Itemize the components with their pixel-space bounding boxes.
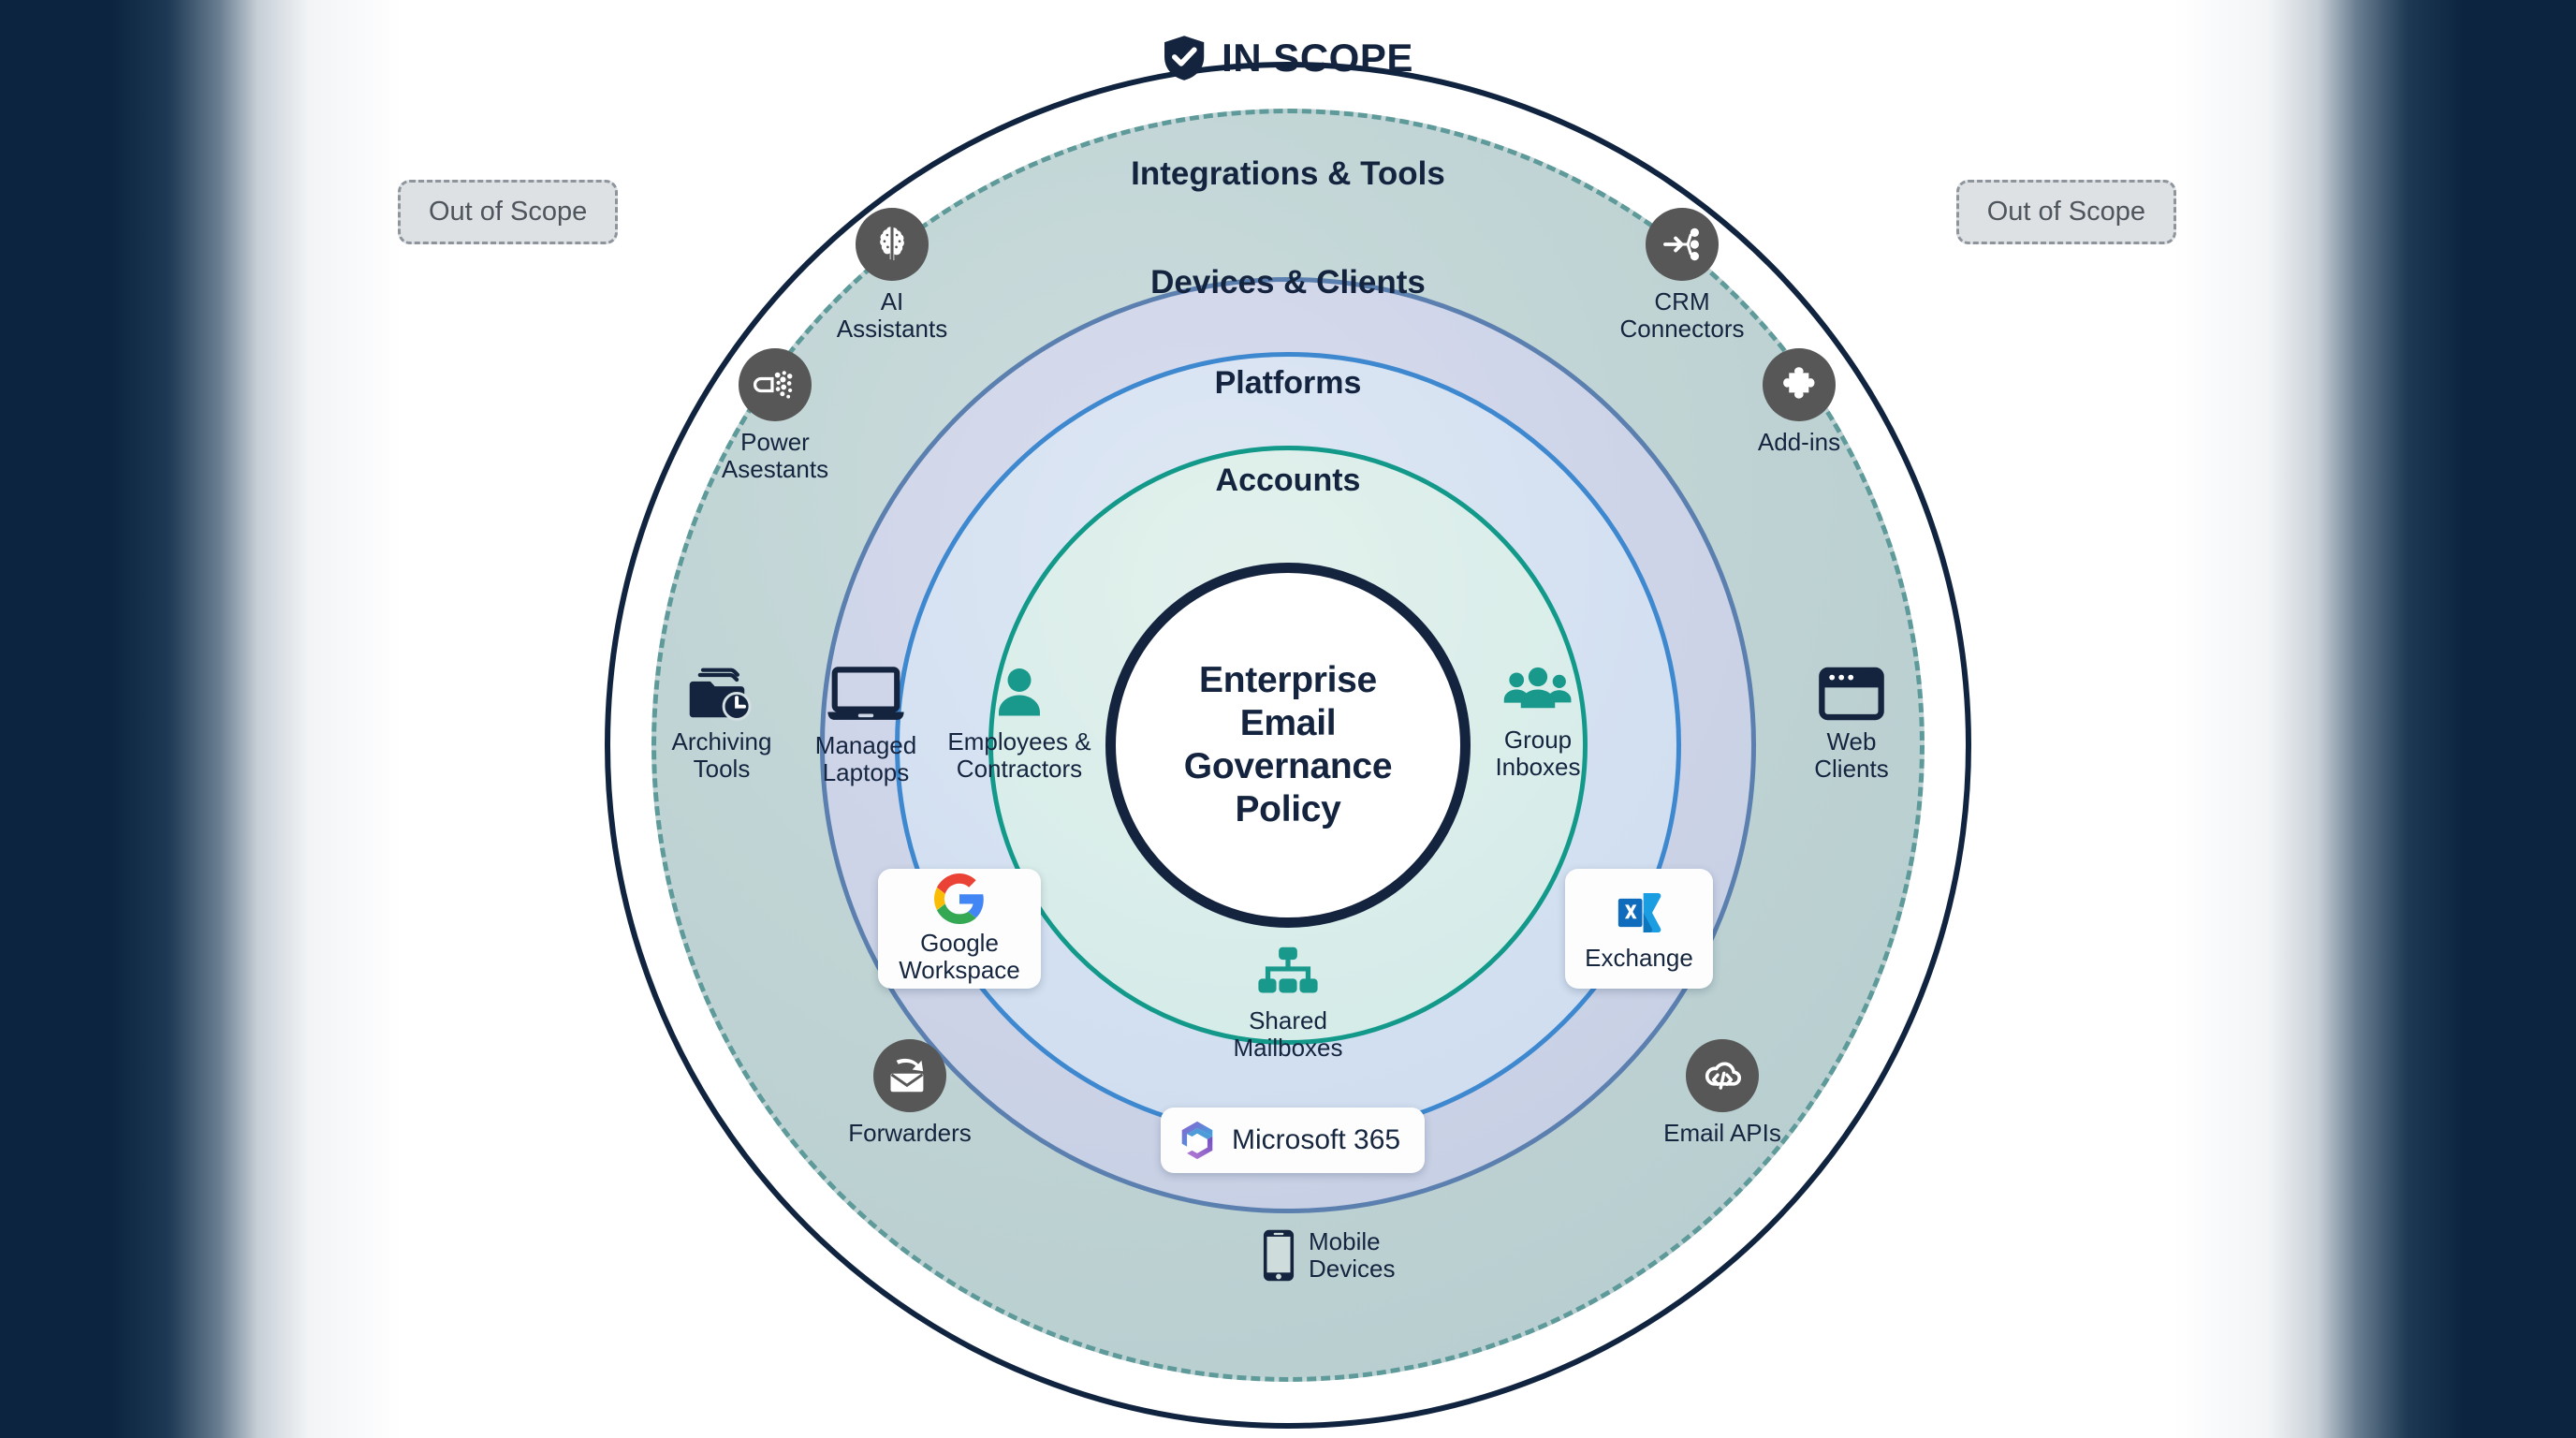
ring-title-devices: Devices & Clients [1150, 264, 1426, 301]
node-label: Managed Laptops [814, 731, 917, 787]
out-of-scope-chip-right: Out of Scope [1955, 180, 2176, 244]
google-logo-icon [934, 873, 985, 925]
node-shared-mailboxes[interactable]: Shared Mailboxes [1204, 946, 1372, 1062]
node-label: Email APIs [1663, 1119, 1781, 1147]
node-label: Add-ins [1757, 428, 1841, 456]
node-forwarders[interactable]: Forwarders [826, 1039, 994, 1147]
node-label: Mobile Devices [1309, 1227, 1396, 1284]
node-email-apis[interactable]: Email APIs [1638, 1039, 1807, 1147]
in-scope-title: IN SCOPE [1222, 36, 1413, 80]
node-label: Archiving Tools [671, 727, 772, 784]
node-managed-laptops[interactable]: Managed Laptops [782, 667, 950, 786]
core-label: Enterprise Email Governance Policy [1183, 659, 1393, 830]
microsoft-exchange-logo-icon [1613, 887, 1665, 939]
puzzle-piece-icon [1763, 348, 1836, 421]
cloud-code-icon [1686, 1039, 1759, 1112]
card-label: Google Workspace [899, 929, 1020, 984]
out-of-scope-chip-left: Out of Scope [398, 180, 619, 244]
node-label: Forwarders [848, 1119, 972, 1147]
node-archiving-tools[interactable]: Archiving Tools [637, 667, 806, 783]
mail-forward-icon [873, 1039, 946, 1112]
node-web-clients[interactable]: Web Clients [1767, 667, 1936, 783]
browser-window-icon [1818, 667, 1885, 721]
card-exchange[interactable]: Exchange [1565, 869, 1713, 989]
share-nodes-icon [1646, 208, 1719, 281]
card-label: Microsoft 365 [1232, 1124, 1401, 1155]
node-employees-contractors[interactable]: Employees & Contractors [935, 665, 1104, 783]
user-icon [990, 665, 1048, 721]
folder-clock-icon [688, 667, 755, 721]
in-scope-header: IN SCOPE [1138, 34, 1438, 82]
card-google-workspace[interactable]: Google Workspace [878, 869, 1041, 989]
in-scope-boundary-circle [605, 62, 1971, 1429]
node-label: CRM Connectors [1619, 287, 1745, 344]
node-label: Web Clients [1814, 727, 1889, 784]
node-label: Power Asestants [721, 428, 829, 484]
ring-title-accounts: Accounts [1215, 462, 1361, 498]
laptop-icon [826, 667, 906, 725]
card-label: Exchange [1585, 943, 1693, 972]
shield-check-icon [1163, 34, 1206, 82]
brain-icon [856, 208, 929, 281]
sitemap-icon [1254, 946, 1322, 1000]
card-microsoft-365[interactable]: Microsoft 365 [1161, 1108, 1426, 1173]
node-label: Shared Mailboxes [1233, 1006, 1343, 1063]
node-ai-assistants[interactable]: AI Assistants [808, 208, 976, 343]
automation-plug-icon [739, 348, 812, 421]
ring-title-platforms: Platforms [1214, 365, 1362, 401]
ring-title-integrations: Integrations & Tools [1131, 155, 1445, 192]
node-label: Group Inboxes [1495, 726, 1581, 782]
node-add-ins[interactable]: Add-ins [1715, 348, 1883, 456]
core-circle: Enterprise Email Governance Policy [1105, 563, 1471, 928]
node-crm-connectors[interactable]: CRM Connectors [1598, 208, 1766, 343]
node-group-inboxes[interactable]: Group Inboxes [1454, 665, 1622, 781]
node-mobile-devices[interactable]: Mobile Devices [1262, 1227, 1396, 1284]
node-power-asestants[interactable]: Power Asestants [691, 348, 859, 483]
node-label: AI Assistants [836, 287, 948, 344]
microsoft-365-logo-icon [1176, 1119, 1219, 1162]
smartphone-icon [1262, 1228, 1295, 1283]
users-group-icon [1502, 665, 1573, 719]
node-label: Employees & Contractors [947, 727, 1091, 784]
